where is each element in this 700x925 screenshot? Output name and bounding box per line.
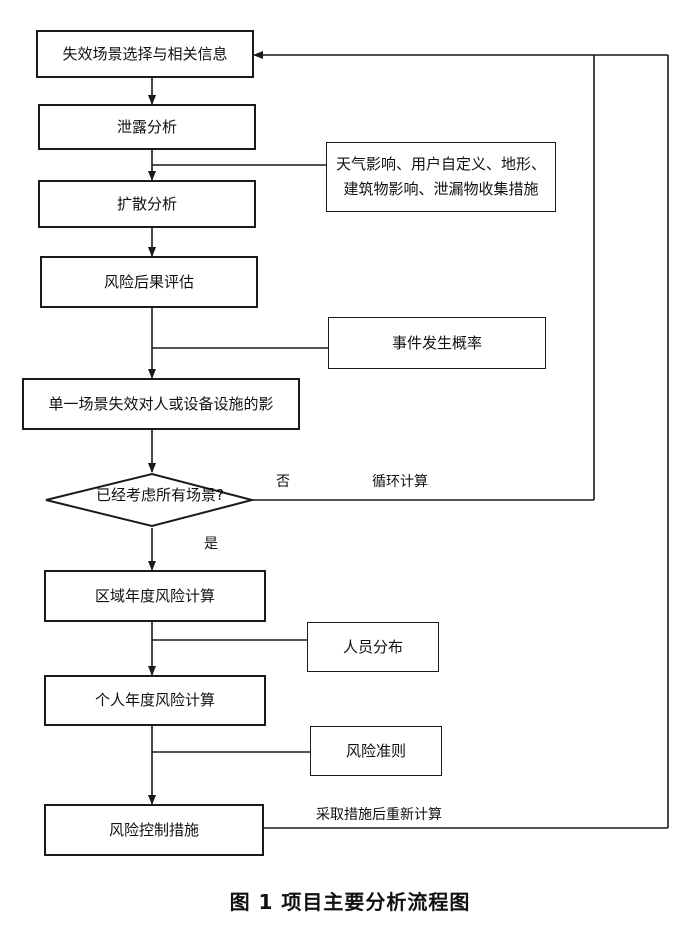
control-label: 风险控制措施	[108, 820, 199, 839]
recalc-label: 采取措施后重新计算	[316, 807, 442, 823]
consequence-box: 风险后果评估	[40, 256, 258, 308]
weather-line2: 建筑物影响、泄漏物收集措施	[343, 180, 539, 198]
individual-label: 个人年度风险计算	[94, 691, 215, 710]
leak-label: 泄露分析	[116, 117, 177, 136]
criteria-label: 风险准则	[345, 741, 406, 760]
probability-box: 事件发生概率	[328, 317, 546, 369]
impact-box: 单一场景失效对人或设备设施的影	[22, 378, 300, 430]
loop-label: 循环计算	[372, 474, 428, 490]
weather-input-box: 天气影响、用户自定义、地形、 建筑物影响、泄漏物收集措施	[326, 142, 556, 212]
regional-risk-box: 区域年度风险计算	[44, 570, 266, 622]
impact-label: 单一场景失效对人或设备设施的影	[48, 394, 274, 413]
disperse-label: 扩散分析	[116, 194, 177, 213]
scenario-box: 失效场景选择与相关信息	[36, 30, 254, 78]
yes-label: 是	[204, 536, 218, 552]
consequence-label: 风险后果评估	[103, 272, 194, 291]
probability-label: 事件发生概率	[391, 333, 482, 352]
figure-caption: 图 1 项目主要分析流程图	[229, 890, 471, 914]
dispersion-analysis-box: 扩散分析	[38, 180, 256, 228]
leak-analysis-box: 泄露分析	[38, 104, 256, 150]
decision-diamond	[45, 472, 256, 528]
scenario-label: 失效场景选择与相关信息	[62, 44, 228, 63]
population-label: 人员分布	[342, 637, 403, 656]
criteria-box: 风险准则	[310, 726, 442, 776]
population-box: 人员分布	[307, 622, 439, 672]
regional-label: 区域年度风险计算	[94, 586, 215, 605]
no-label: 否	[276, 474, 290, 490]
control-measures-box: 风险控制措施	[44, 804, 264, 856]
weather-line1: 天气影响、用户自定义、地形、	[335, 155, 546, 174]
individual-risk-box: 个人年度风险计算	[44, 675, 266, 726]
decision-label: 已经考虑所有场景?	[96, 486, 224, 504]
